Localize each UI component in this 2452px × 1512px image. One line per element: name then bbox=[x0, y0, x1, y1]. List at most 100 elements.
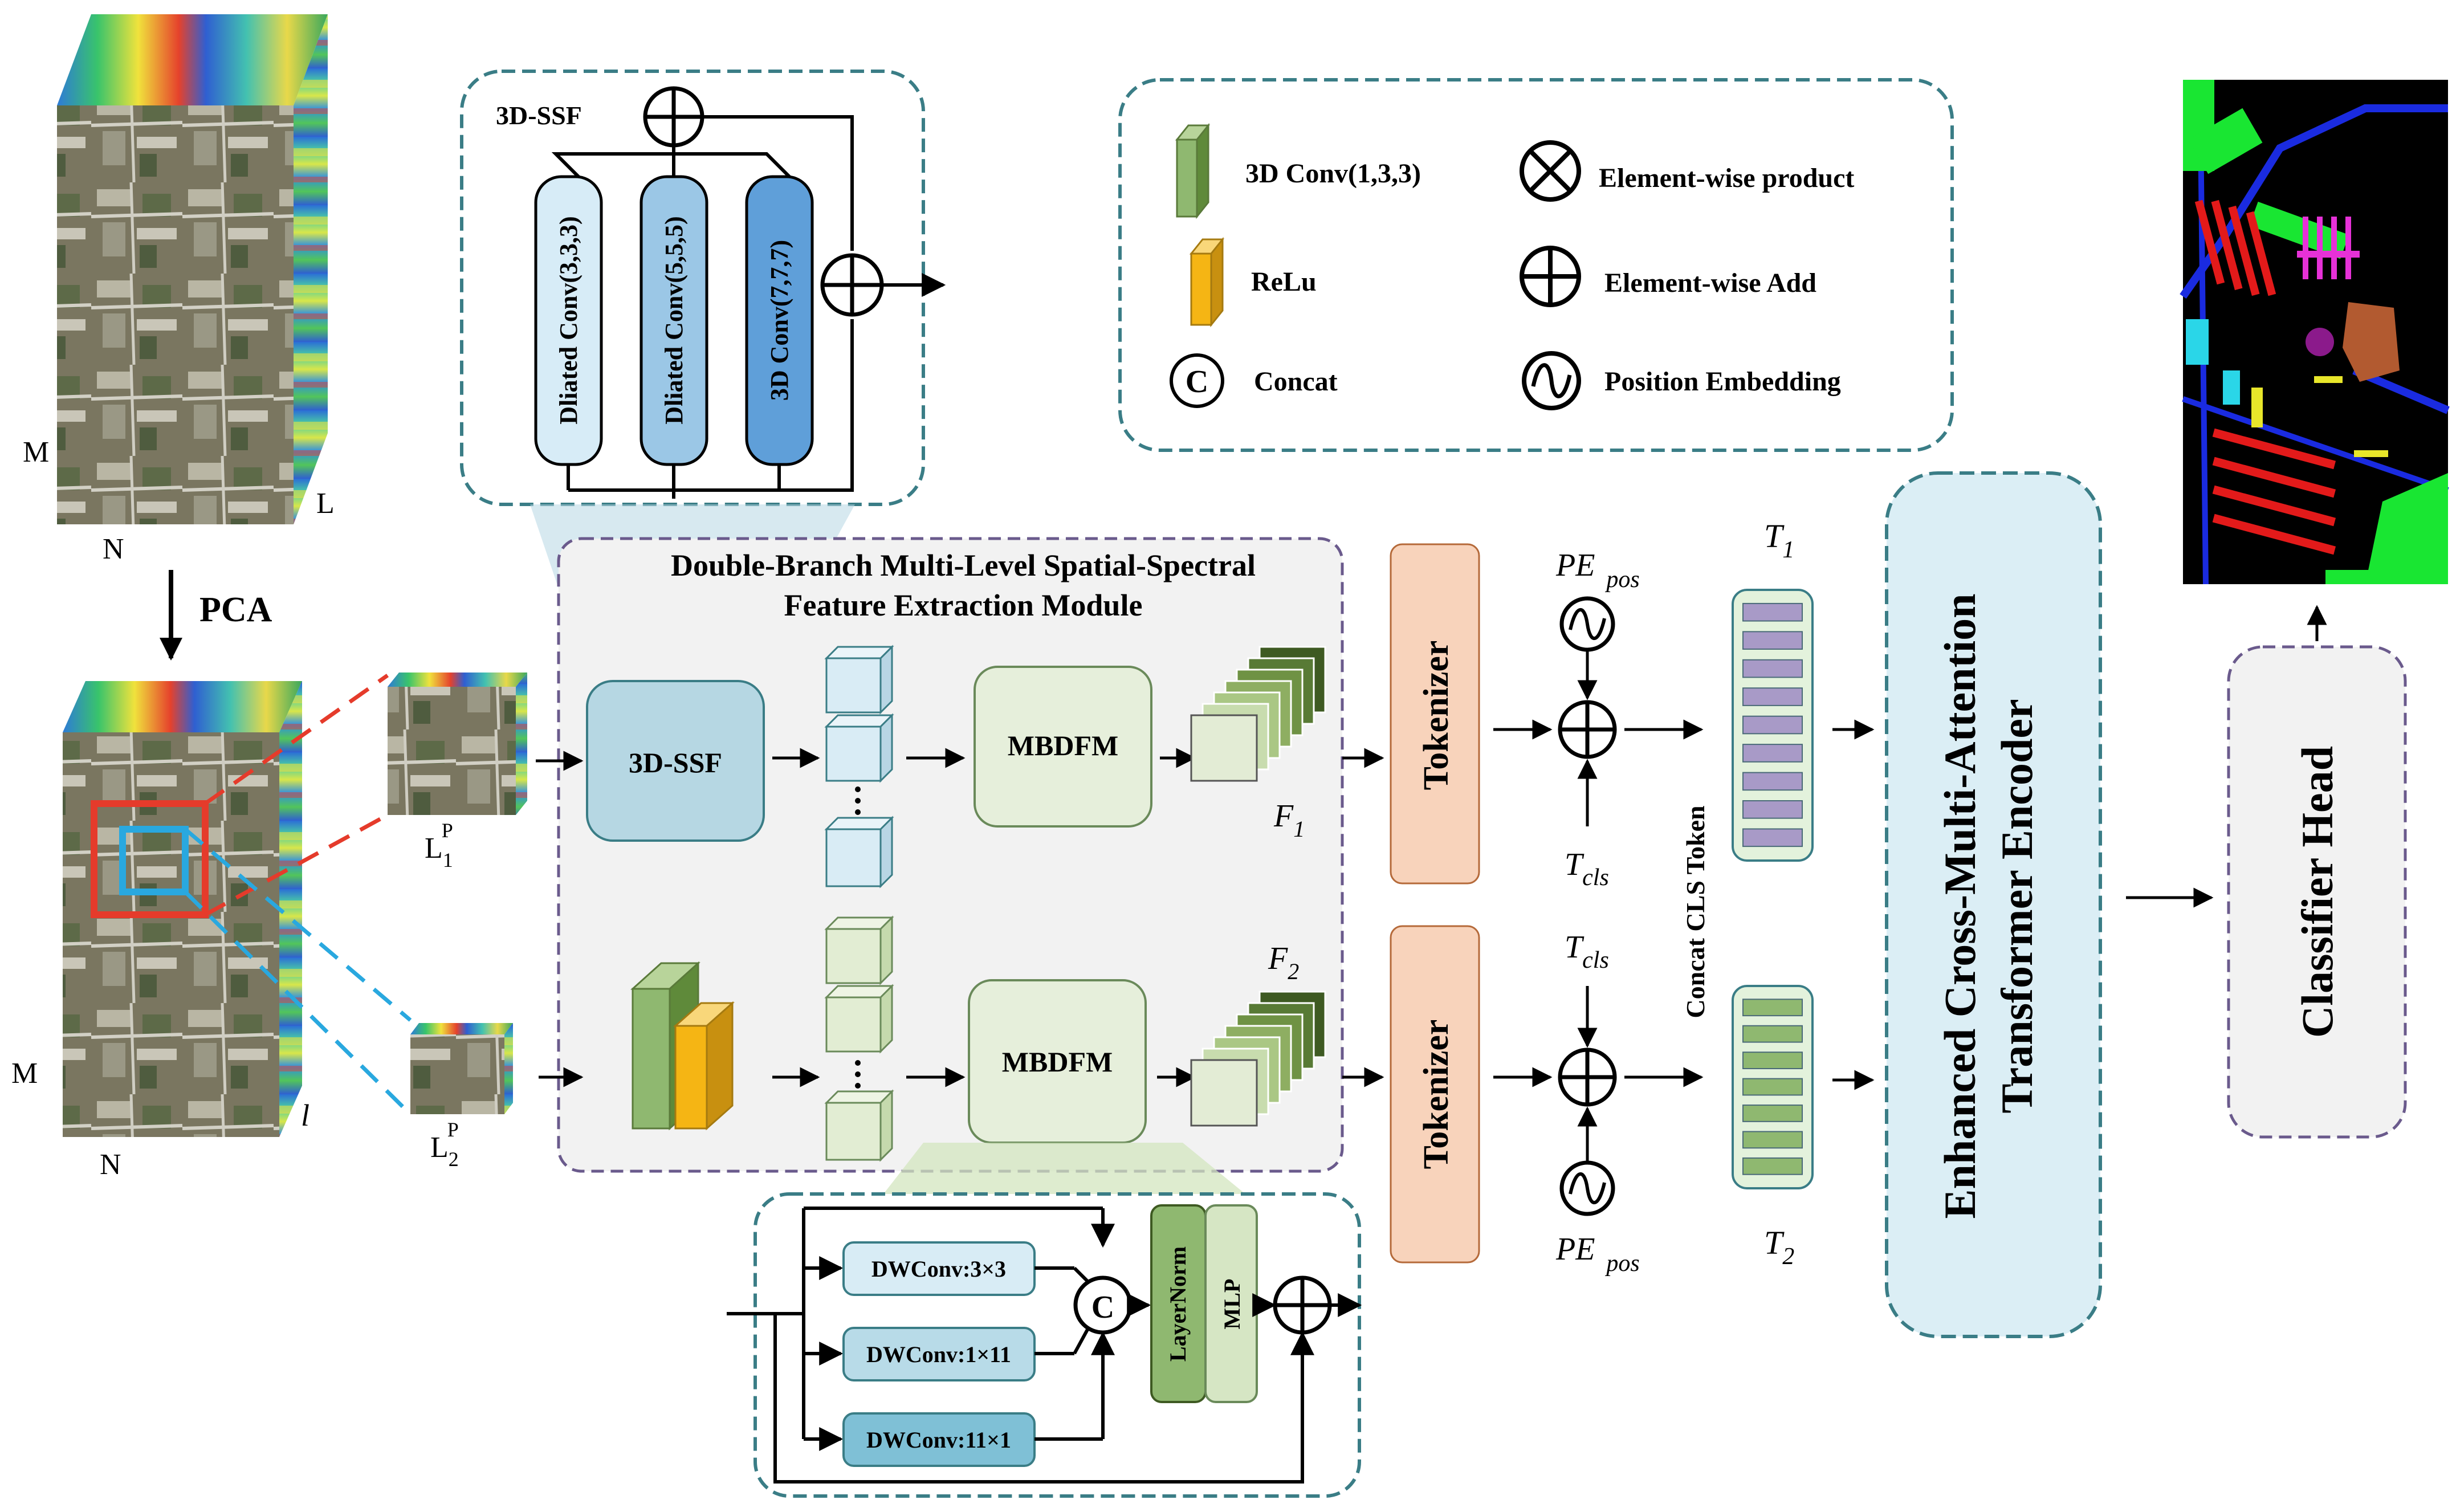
legend-label-conv: 3D Conv(1,3,3) bbox=[1245, 158, 1421, 189]
input-hsi-cube bbox=[57, 14, 328, 524]
legend-conv-block-icon bbox=[1175, 123, 1211, 219]
patch-1-cube bbox=[388, 673, 527, 815]
element-wise-add-icon bbox=[1520, 246, 1581, 307]
concat-cls-token-label: Concat CLS Token bbox=[1681, 805, 1710, 1018]
mbdfm-top-box bbox=[974, 666, 1152, 828]
encoder-block bbox=[1885, 471, 2102, 1338]
element-wise-product-icon bbox=[1520, 140, 1581, 202]
token-bar bbox=[1742, 1157, 1803, 1175]
token-bar bbox=[1742, 744, 1803, 763]
t1-label: T1 bbox=[1764, 517, 1794, 563]
dim-l-pca: l bbox=[301, 1098, 309, 1132]
token-bar bbox=[1742, 1052, 1803, 1069]
tcls-bottom-label: Tcls bbox=[1565, 930, 1609, 973]
ssf-branch-3-label: 3D Conv(7,7,7) bbox=[765, 240, 793, 401]
patch-1-label: L1P bbox=[425, 819, 453, 871]
pca-cube-top-face bbox=[63, 681, 302, 732]
pca-cube-side-face bbox=[279, 681, 302, 1137]
module-title-line2: Feature Extraction Module bbox=[784, 588, 1143, 622]
patch-blue-region bbox=[119, 826, 189, 895]
ssf-merge-line-right bbox=[674, 152, 797, 184]
tokenizer-top-label: Tokenizer bbox=[1417, 641, 1456, 790]
tcls-top-label: Tcls bbox=[1565, 847, 1609, 891]
blue-connector-bottom bbox=[184, 890, 412, 1116]
token-bar bbox=[1742, 1105, 1803, 1122]
dim-n-input: N bbox=[103, 533, 124, 565]
legend-label-relu: ReLu bbox=[1251, 267, 1317, 297]
pca-label: PCA bbox=[199, 590, 272, 629]
dwconv-3x3-label: DWConv:3×3 bbox=[871, 1256, 1006, 1282]
dim-l-input: L bbox=[316, 487, 335, 520]
top-feature-cubes bbox=[824, 645, 894, 889]
token-bar bbox=[1742, 1078, 1803, 1096]
encoder-label-line1: Enhanced Cross-Multi-Attention bbox=[1935, 593, 1985, 1218]
f1-feature-maps bbox=[1190, 646, 1326, 782]
dwconv-1x11-label: DWConv:1×11 bbox=[866, 1342, 1011, 1367]
t1-token-list bbox=[1742, 602, 1803, 847]
classifier-head-block bbox=[2227, 645, 2407, 1139]
token-bar bbox=[1742, 715, 1803, 735]
tokenizer-top bbox=[1390, 543, 1480, 885]
cube-top-face bbox=[57, 14, 328, 105]
classifier-head-label: Classifier Head bbox=[2292, 746, 2342, 1038]
f2-label: F2 bbox=[1268, 941, 1299, 984]
tokenizer-bottom-label: Tokenizer bbox=[1417, 1020, 1456, 1169]
mbdfm-concat-symbol: C bbox=[1091, 1290, 1114, 1325]
legend-concat-icon: C bbox=[1170, 353, 1224, 408]
blue-connector-top bbox=[184, 828, 412, 1022]
legend-label-add: Element-wise Add bbox=[1604, 268, 1816, 298]
t2-label: T2 bbox=[1764, 1224, 1794, 1270]
patch-2-label: L2P bbox=[430, 1118, 459, 1171]
svg-text:C: C bbox=[1186, 364, 1208, 400]
ssf-detail-title: 3D-SSF bbox=[496, 101, 582, 130]
token-bar bbox=[1742, 1025, 1803, 1043]
pe-bottom-icon bbox=[1559, 1160, 1615, 1216]
encoder-label-line2: Transformer Encoder bbox=[1992, 699, 2042, 1113]
mbdfm-zoom-beam bbox=[883, 1143, 1245, 1194]
token-bar bbox=[1742, 999, 1803, 1017]
classification-map bbox=[2180, 79, 2450, 585]
mbdfm-top-label: MBDFM bbox=[1008, 729, 1118, 761]
bottom-feature-cubes bbox=[824, 915, 894, 1162]
mlp-label: MLP bbox=[1219, 1279, 1245, 1330]
dim-m-input: M bbox=[23, 436, 49, 468]
token-bar bbox=[1742, 1131, 1803, 1149]
token-bar bbox=[1742, 687, 1803, 706]
token-bar bbox=[1742, 631, 1803, 650]
position-embedding-icon bbox=[1522, 351, 1581, 410]
layernorm-label: LayerNorm bbox=[1165, 1246, 1191, 1362]
ssf-box-label: 3D-SSF bbox=[629, 747, 722, 779]
t2-token-list bbox=[1742, 999, 1803, 1175]
legend-label-product: Element-wise product bbox=[1599, 163, 1854, 193]
module-title-line1: Double-Branch Multi-Level Spatial-Spectr… bbox=[671, 548, 1256, 582]
cube-side-face bbox=[294, 14, 328, 524]
pca-hsi-cube bbox=[63, 681, 302, 1137]
red-connector-top bbox=[203, 674, 389, 805]
bottom-conv-relu-blocks bbox=[630, 961, 735, 1131]
dim-m-pca: M bbox=[11, 1057, 38, 1090]
cube-front-aerial-image bbox=[57, 105, 294, 524]
patch-2-cube bbox=[410, 1023, 513, 1114]
ssf-merge-line-left bbox=[551, 145, 675, 184]
tokenizer-bottom bbox=[1390, 925, 1480, 1264]
token-bar bbox=[1742, 602, 1803, 622]
mbdfm-residual-loop bbox=[773, 1314, 1314, 1484]
token-bar bbox=[1742, 659, 1803, 678]
patch-red-region bbox=[91, 800, 209, 918]
token-bar bbox=[1742, 800, 1803, 819]
dwconv-11x1-label: DWConv:11×1 bbox=[866, 1427, 1011, 1453]
mbdfm-bottom-label: MBDFM bbox=[1002, 1046, 1113, 1078]
ssf-branch-1-label: Dliated Conv(3,3,3) bbox=[555, 216, 583, 424]
ssf-residual-line-top bbox=[702, 115, 854, 251]
f2-feature-maps bbox=[1190, 991, 1326, 1127]
legend-relu-block-icon bbox=[1189, 237, 1225, 328]
dim-n-pca: N bbox=[100, 1148, 121, 1181]
legend-label-pe: Position Embedding bbox=[1604, 366, 1841, 397]
ssf-branch-2-label: Dliated Conv(5,5,5) bbox=[660, 216, 688, 424]
pe-top-icon bbox=[1559, 596, 1615, 652]
legend-label-concat: Concat bbox=[1254, 366, 1338, 397]
token-bar bbox=[1742, 828, 1803, 847]
